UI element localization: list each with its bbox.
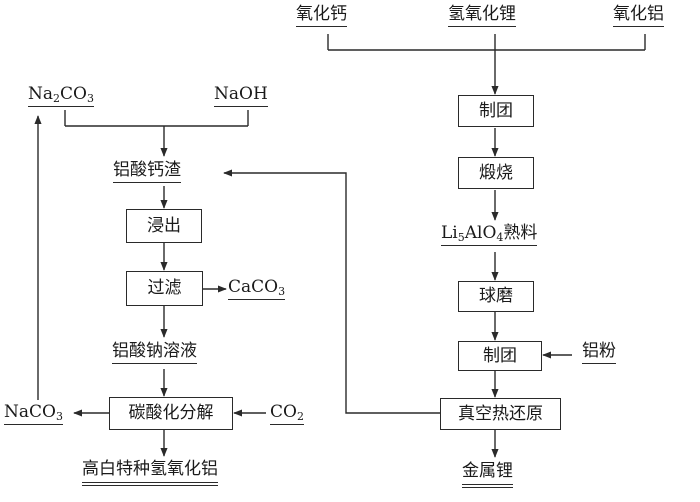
co2-sub: 2 bbox=[296, 410, 304, 423]
clinker-label: Li5AlO4熟料 bbox=[441, 223, 538, 246]
caco3-sub: 3 bbox=[278, 285, 286, 298]
filter-label: 过滤 bbox=[147, 278, 182, 298]
co2-text: CO bbox=[270, 402, 297, 422]
clinker-sub1: 5 bbox=[457, 231, 465, 244]
aluminum-powder-label: 铝粉 bbox=[582, 343, 616, 364]
product-label: 高白特种氢氧化铝 bbox=[82, 461, 218, 486]
clinker-alo: AlO bbox=[464, 223, 497, 243]
co2-label: CO2 bbox=[270, 404, 304, 425]
leach-label: 浸出 bbox=[147, 215, 181, 236]
clinker-li: Li bbox=[441, 223, 458, 243]
na2co3-label: Na2CO3 bbox=[28, 86, 94, 107]
na2co3-sub2: 3 bbox=[86, 92, 94, 105]
ball-mill-label: 球磨 bbox=[479, 286, 513, 306]
carbonation-box: 碳酸化分解 bbox=[109, 397, 233, 430]
na2co3-co: CO bbox=[60, 84, 87, 104]
clinker-sub2: 4 bbox=[496, 231, 504, 244]
calcium-oxide-label: 氧化钙 bbox=[296, 6, 347, 27]
carbonation-label: 碳酸化分解 bbox=[128, 403, 214, 423]
clinker-tail: 熟料 bbox=[503, 223, 538, 243]
naco3-label: NaCO3 bbox=[4, 404, 63, 425]
naoh-label: NaOH bbox=[214, 86, 268, 107]
metal-lithium-label: 金属锂 bbox=[462, 463, 513, 488]
vacuum-reduction-label: 真空热还原 bbox=[458, 403, 543, 424]
vacuum-reduction-box: 真空热还原 bbox=[440, 398, 561, 430]
pelletize-label-1: 制团 bbox=[479, 100, 513, 121]
naco3-sub: 3 bbox=[55, 410, 63, 423]
na2co3-na: Na bbox=[28, 84, 54, 104]
pelletize-label-2: 制团 bbox=[483, 345, 517, 366]
na2co3-sub: 2 bbox=[53, 92, 61, 105]
caco3-label: CaCO3 bbox=[228, 277, 286, 300]
sodium-aluminate-solution-label: 铝酸钠溶液 bbox=[112, 343, 197, 364]
caco3-text: CaCO bbox=[228, 277, 279, 297]
pelletize-box-2: 制团 bbox=[458, 341, 542, 371]
filter-box: 过滤 bbox=[126, 271, 203, 306]
ball-mill-box: 球磨 bbox=[458, 281, 534, 312]
aluminum-oxide-label: 氧化铝 bbox=[613, 6, 664, 27]
lithium-hydroxide-label: 氢氧化锂 bbox=[448, 6, 516, 27]
naco3-text: NaCO bbox=[4, 402, 56, 422]
calcine-label: 煅烧 bbox=[479, 162, 513, 183]
calcium-aluminate-slag-label: 铝酸钙渣 bbox=[113, 162, 181, 183]
leach-box: 浸出 bbox=[126, 209, 202, 243]
pelletize-box-1: 制团 bbox=[458, 95, 534, 127]
calcine-box: 煅烧 bbox=[458, 157, 534, 189]
arrow-slag-recycle bbox=[223, 169, 440, 414]
